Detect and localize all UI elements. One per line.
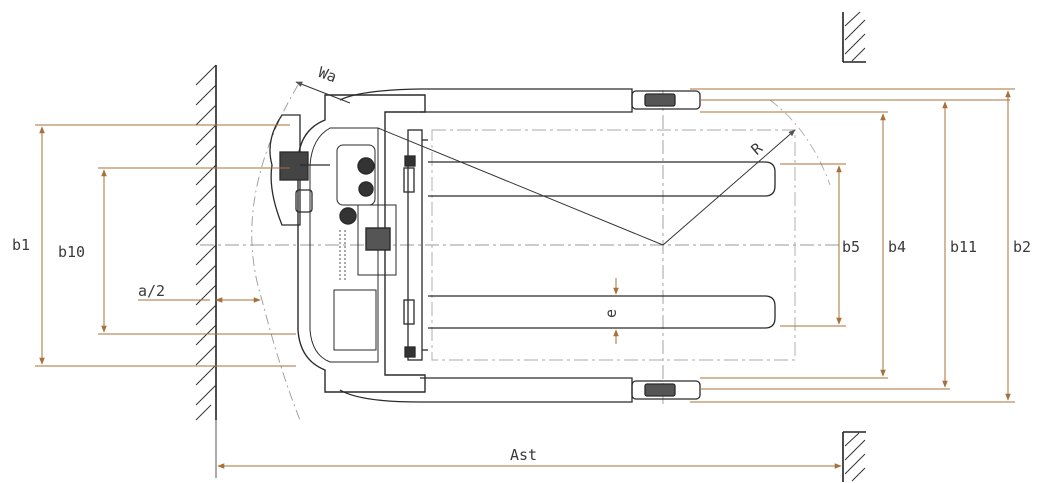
tiller-handle [269,114,330,226]
fork-top [403,161,776,197]
b11-dimension [700,99,950,390]
radius-line-r [377,127,664,246]
mast-carriage [404,129,428,361]
b11-label: b11 [950,238,977,256]
e-label: e [602,309,620,318]
b1-dimension [35,124,296,367]
b5-label: b5 [842,238,860,256]
wa-label: Wa [316,63,339,86]
truck-chassis [297,94,426,393]
center-lines [200,90,845,405]
a-half-label: a/2 [138,282,165,300]
left-wall [195,64,217,478]
load-outline [431,129,796,361]
turning-arc [251,84,301,421]
b10-label: b10 [58,243,85,261]
radius-arc [769,99,831,186]
b4-dimension [700,111,888,379]
right-wall-top [842,11,866,63]
r-label: R [748,139,767,159]
b10-dimension [98,167,296,335]
b5-dimension [780,163,846,327]
straddle-leg-bottom [339,377,701,403]
fork-bottom [403,295,776,329]
radius-line-r2 [662,129,796,246]
b2-label: b2 [1013,238,1031,256]
wa-dim-line [295,81,351,104]
b1-label: b1 [12,236,30,254]
b2-dimension [690,88,1015,403]
b4-label: b4 [888,238,906,256]
ast-label: Ast [510,446,537,464]
right-wall-bottom [842,431,866,482]
